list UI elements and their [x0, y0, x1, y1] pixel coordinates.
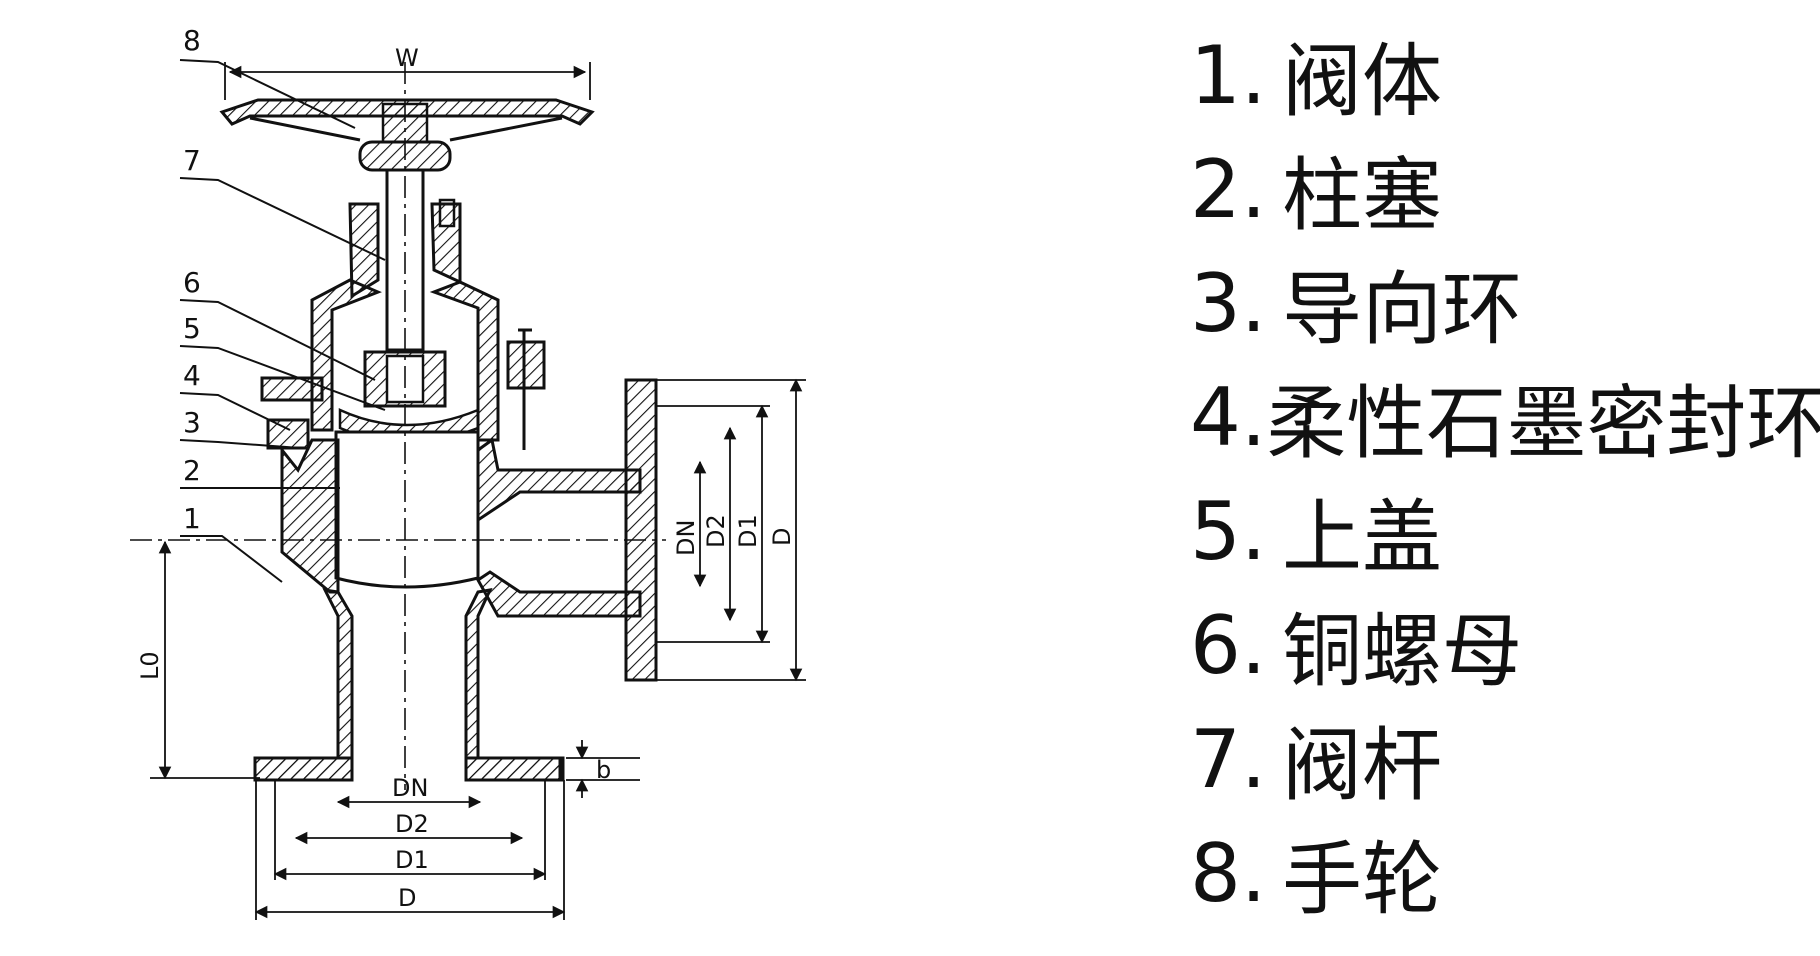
dim-bottom-d2-label: D2 — [395, 810, 429, 838]
part-number: 1. — [1190, 28, 1267, 122]
dim-side-d-label: D — [768, 528, 796, 546]
dim-height-l0-label: L0 — [136, 651, 164, 680]
parts-list-item: 3.导向环 — [1190, 246, 1810, 360]
callout-6: 6 — [183, 266, 201, 299]
dim-w-label: W — [395, 44, 419, 72]
parts-list-item: 7.阀杆 — [1190, 702, 1810, 816]
part-name: 阀杆 — [1282, 719, 1442, 812]
callout-2: 2 — [183, 454, 201, 487]
part-name: 铜螺母 — [1282, 605, 1522, 698]
center-lines — [130, 62, 666, 790]
dimension-lines — [150, 62, 806, 920]
parts-list-item: 6.铜螺母 — [1190, 588, 1810, 702]
part-name: 柱塞 — [1282, 149, 1442, 242]
dim-bottom-dn-label: DN — [392, 774, 428, 802]
callout-3: 3 — [183, 406, 201, 439]
part-number: 7. — [1190, 712, 1267, 806]
part-number: 4. — [1190, 370, 1267, 464]
callout-1: 1 — [183, 502, 201, 535]
callout-7: 7 — [183, 144, 201, 177]
part-number: 5. — [1190, 484, 1267, 578]
callout-5: 5 — [183, 312, 201, 345]
part-number: 8. — [1190, 826, 1267, 920]
dim-side-d2-label: D2 — [702, 514, 730, 548]
parts-list: 1.阀体 2.柱塞 3.导向环 4.柔性石墨密封环 5.上盖 6.铜螺母 7.阀… — [1190, 18, 1820, 930]
part-number: 2. — [1190, 142, 1267, 236]
callout-8: 8 — [183, 24, 201, 57]
dimension-labels: W DN D2 D1 D DN D2 D1 D b L0 — [136, 44, 796, 912]
part-name: 上盖 — [1282, 491, 1442, 584]
parts-list-item: 4.柔性石墨密封环 — [1190, 360, 1820, 474]
part-name: 柔性石墨密封环 — [1266, 377, 1820, 470]
part-name: 导向环 — [1282, 263, 1522, 356]
dim-bottom-d-label: D — [398, 884, 416, 912]
handwheel — [219, 98, 595, 172]
callout-4: 4 — [183, 359, 201, 392]
dim-side-d1-label: D1 — [734, 514, 762, 548]
dim-flange-b-label: b — [596, 756, 611, 784]
part-number: 6. — [1190, 598, 1267, 692]
parts-list-item: 5.上盖 — [1190, 474, 1810, 588]
valve-body — [253, 378, 658, 782]
part-name: 阀体 — [1282, 35, 1442, 128]
plunger — [334, 430, 480, 589]
leader-lines — [179, 59, 386, 583]
callout-labels: 8 7 6 5 4 3 2 1 — [183, 24, 201, 535]
part-name: 手轮 — [1282, 833, 1442, 926]
parts-list-item: 8.手轮 — [1190, 816, 1810, 930]
parts-list-item: 2.柱塞 — [1190, 132, 1810, 246]
parts-list-item: 1.阀体 — [1190, 18, 1810, 132]
part-number: 3. — [1190, 256, 1267, 350]
valve-section-drawing: 8 7 6 5 4 3 2 1 W — [130, 24, 806, 920]
dim-bottom-d1-label: D1 — [395, 846, 429, 874]
dim-side-dn-label: DN — [672, 520, 700, 556]
